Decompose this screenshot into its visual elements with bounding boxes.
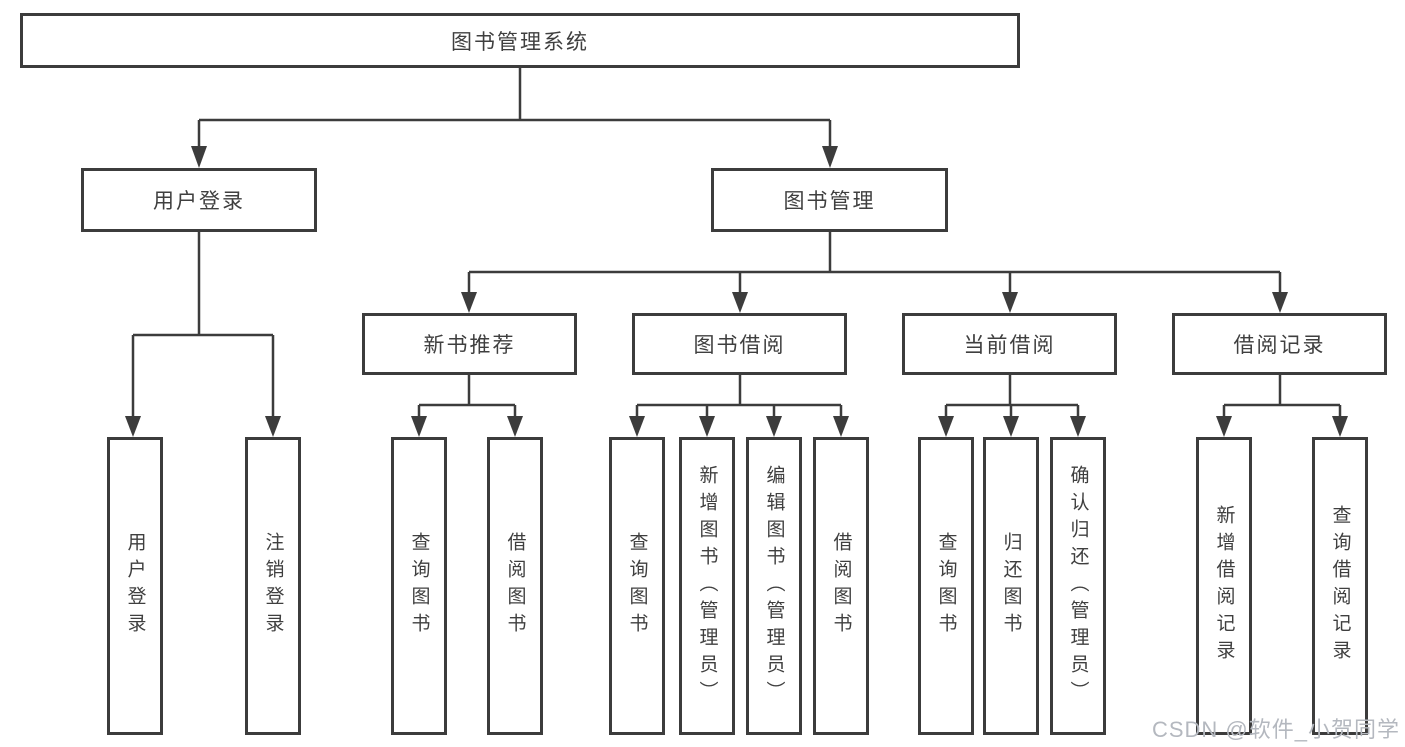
node-library-system: 图书管理系统 bbox=[20, 13, 1020, 68]
leaf-borrow-add-books-admin: 新增图书（管理员） bbox=[679, 437, 735, 735]
leaf-rec-borrow-books-label: 借阅图书 bbox=[504, 532, 526, 640]
leaf-borrow-query-books-label: 查询图书 bbox=[626, 532, 648, 640]
arrowhead-leaf-logout bbox=[265, 416, 281, 437]
arrowhead-new-book-rec bbox=[461, 292, 477, 313]
leaf-current-return-books-label: 归还图书 bbox=[1000, 532, 1022, 640]
arrowhead-br-query bbox=[1332, 416, 1348, 437]
node-borrowing-records: 借阅记录 bbox=[1172, 313, 1387, 375]
arrowhead-book-borrow bbox=[732, 292, 748, 313]
node-library-system-label: 图书管理系统 bbox=[451, 30, 589, 54]
leaf-records-query-record-label: 查询借阅记录 bbox=[1329, 505, 1351, 667]
leaf-borrow-edit-books-admin-label: 编辑图书（管理员） bbox=[763, 464, 785, 708]
csdn-watermark: CSDN @软件_小贺同学 bbox=[1151, 717, 1400, 742]
leaf-current-confirm-return-admin: 确认归还（管理员） bbox=[1050, 437, 1106, 735]
arrowhead-br-add bbox=[1216, 416, 1232, 437]
leaf-borrow-borrow-books: 借阅图书 bbox=[813, 437, 869, 735]
leaf-rec-borrow-books: 借阅图书 bbox=[487, 437, 543, 735]
arrowhead-current-borrow bbox=[1002, 292, 1018, 313]
arrowhead-bb-edit bbox=[766, 416, 782, 437]
leaf-logout: 注销登录 bbox=[245, 437, 301, 735]
leaf-borrow-add-books-admin-label: 新增图书（管理员） bbox=[696, 464, 718, 708]
leaf-user-login-label: 用户登录 bbox=[124, 532, 146, 640]
leaf-rec-query-books: 查询图书 bbox=[391, 437, 447, 735]
leaf-borrow-edit-books-admin: 编辑图书（管理员） bbox=[746, 437, 802, 735]
node-book-borrowing: 图书借阅 bbox=[632, 313, 847, 375]
arrowhead-cb-return bbox=[1003, 416, 1019, 437]
leaf-borrow-borrow-books-label: 借阅图书 bbox=[830, 532, 852, 640]
arrowhead-rec-query bbox=[411, 416, 427, 437]
node-new-book-recommendation: 新书推荐 bbox=[362, 313, 577, 375]
node-book-management: 图书管理 bbox=[711, 168, 948, 232]
arrowhead-bb-query bbox=[629, 416, 645, 437]
leaf-logout-label: 注销登录 bbox=[262, 532, 284, 640]
arrowhead-cb-confirm bbox=[1070, 416, 1086, 437]
node-book-borrowing-label: 图书借阅 bbox=[693, 334, 786, 357]
leaf-user-login: 用户登录 bbox=[107, 437, 163, 735]
leaf-current-query-books: 查询图书 bbox=[918, 437, 974, 735]
leaf-records-add-record-label: 新增借阅记录 bbox=[1213, 505, 1235, 667]
node-borrowing-records-label: 借阅记录 bbox=[1233, 334, 1326, 357]
leaf-current-confirm-return-admin-label: 确认归还（管理员） bbox=[1067, 464, 1089, 708]
leaf-rec-query-books-label: 查询图书 bbox=[408, 532, 430, 640]
node-new-book-recommendation-label: 新书推荐 bbox=[423, 334, 516, 357]
leaf-current-query-books-label: 查询图书 bbox=[935, 532, 957, 640]
leaf-records-query-record: 查询借阅记录 bbox=[1312, 437, 1368, 735]
arrowhead-user-login-group bbox=[191, 146, 207, 168]
node-book-management-label: 图书管理 bbox=[783, 190, 876, 213]
leaf-records-add-record: 新增借阅记录 bbox=[1196, 437, 1252, 735]
arrowhead-book-mgmt bbox=[822, 146, 838, 168]
node-current-borrowing-label: 当前借阅 bbox=[963, 334, 1056, 357]
leaf-borrow-query-books: 查询图书 bbox=[609, 437, 665, 735]
arrowhead-rec-borrow bbox=[507, 416, 523, 437]
arrowhead-cb-query bbox=[938, 416, 954, 437]
node-user-login-group-label: 用户登录 bbox=[153, 190, 245, 213]
arrowhead-bb-borrow bbox=[833, 416, 849, 437]
leaf-current-return-books: 归还图书 bbox=[983, 437, 1039, 735]
arrowhead-borrow-records bbox=[1272, 292, 1288, 313]
node-user-login-group: 用户登录 bbox=[81, 168, 317, 232]
node-current-borrowing: 当前借阅 bbox=[902, 313, 1117, 375]
arrowhead-leaf-user-login bbox=[125, 416, 141, 437]
arrowhead-bb-add bbox=[699, 416, 715, 437]
